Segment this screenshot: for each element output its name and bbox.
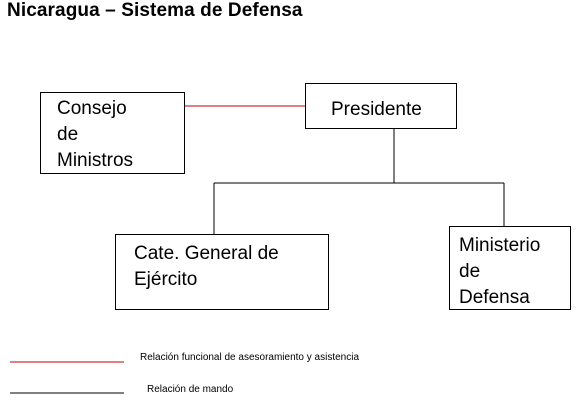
node-label: Cate. General de Ejército xyxy=(134,243,279,290)
node-label: Consejo de Ministros xyxy=(57,98,134,171)
node-presidente: Presidente xyxy=(305,83,457,129)
node-consejo-de-ministros: Consejo de Ministros xyxy=(40,92,185,174)
node-label: Ministerio de Defensa xyxy=(459,235,541,308)
diagram-title: Nicaragua – Sistema de Defensa xyxy=(7,0,303,21)
legend-command-label: Relación de mando xyxy=(147,384,234,395)
legend-functional-label: Relación funcional de asesoramiento y as… xyxy=(140,352,360,363)
node-cate-general-de-ejercito: Cate. General de Ejército xyxy=(115,234,329,310)
node-ministerio-de-defensa: Ministerio de Defensa xyxy=(449,226,571,310)
node-label: Presidente xyxy=(331,99,422,120)
